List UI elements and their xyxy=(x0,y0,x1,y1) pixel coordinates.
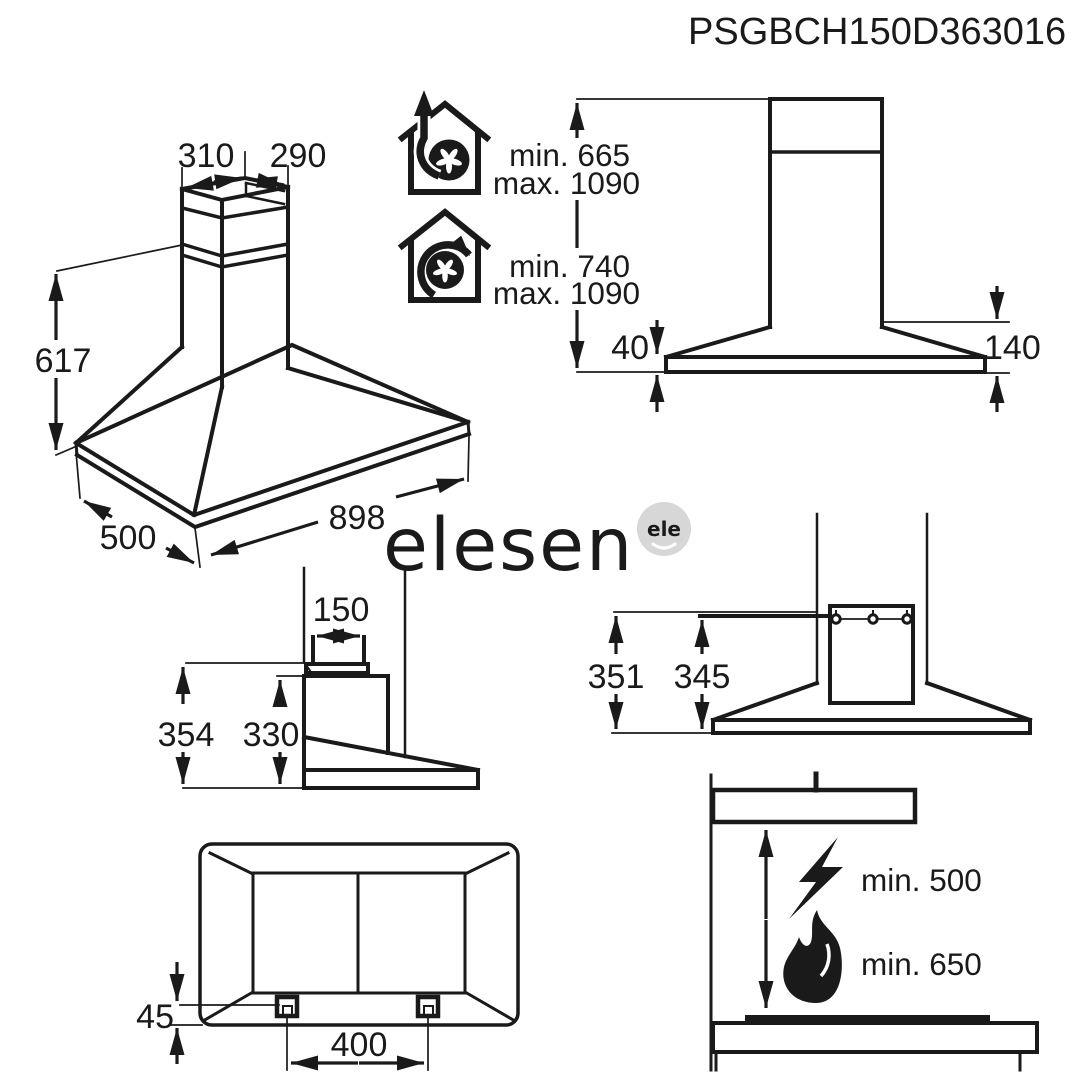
dim-label-hood-width: 898 xyxy=(329,499,386,537)
bottom-view: 45 400 xyxy=(136,842,520,1071)
dim-label-height-to-bracket: 351 xyxy=(588,658,645,696)
flame-icon xyxy=(783,910,842,1003)
model-number: PSGBCH150D363016 xyxy=(688,11,1066,53)
rear-view: 351 345 xyxy=(588,512,1033,735)
side-view: 150 354 330 xyxy=(158,566,481,790)
dim-label-hood-depth: 500 xyxy=(100,519,157,557)
dim-arrow-310 xyxy=(185,174,243,191)
front-view: 40 140 xyxy=(569,97,1041,412)
dim-label-mount-offset: 45 xyxy=(136,998,174,1036)
label-electric-clearance: min. 500 xyxy=(861,862,982,898)
badge-smile xyxy=(651,542,677,550)
house-exhaust-fan-icon xyxy=(397,90,492,195)
dim-label-body-height: 330 xyxy=(243,716,300,754)
label-recirc-min-height: min. 740 xyxy=(509,248,630,284)
dim-label-chimney-top-depth: 290 xyxy=(270,137,327,175)
label-exhaust-min-height: min. 665 xyxy=(509,137,630,173)
perspective-view: 310 290 617 500 898 xyxy=(35,137,472,568)
fan-blades xyxy=(433,259,457,283)
hood-bottom-bar xyxy=(710,787,918,825)
cooktop-surface xyxy=(745,1015,990,1023)
dim-label-chimney-top-width: 310 xyxy=(178,137,235,175)
watermark-text: elesen xyxy=(383,503,634,588)
dim-label-duct-collar-width: 150 xyxy=(313,591,370,629)
dim-arrow-500 xyxy=(83,499,195,565)
flame-notch xyxy=(819,943,831,978)
bracket-keyholes xyxy=(830,610,913,625)
house-recirculation-fan-icon xyxy=(397,208,492,303)
label-gas-clearance: min. 650 xyxy=(861,946,982,982)
dim-label-base-rim-height: 40 xyxy=(611,329,649,367)
dim-label-total-height: 617 xyxy=(35,342,92,380)
dim-label-hole-spacing: 400 xyxy=(331,1026,388,1064)
dim-label-height-incl-collar: 354 xyxy=(158,716,215,754)
fan-blades xyxy=(436,148,462,174)
watermark: elesen ele xyxy=(383,502,691,588)
mounting-heights: min. 665 max. 1090 min. 740 max. 1090 xyxy=(397,90,640,311)
dim-arrow-898 xyxy=(210,477,465,557)
label-recirc-max-height: max. 1090 xyxy=(493,275,640,311)
dim-label-canopy-edge-height: 140 xyxy=(984,329,1041,367)
watermark-badge-text: ele xyxy=(647,517,681,541)
label-exhaust-max-height: max. 1090 xyxy=(493,165,640,201)
dim-arrow-290 xyxy=(249,172,285,192)
dim-label-height-to-holes: 345 xyxy=(674,658,731,696)
clearance-view: min. 500 min. 650 xyxy=(709,771,1039,1072)
counter xyxy=(711,1021,1039,1054)
lightning-icon xyxy=(789,837,843,919)
counter-legs xyxy=(714,1050,1022,1072)
brand-badge-icon xyxy=(637,502,691,556)
